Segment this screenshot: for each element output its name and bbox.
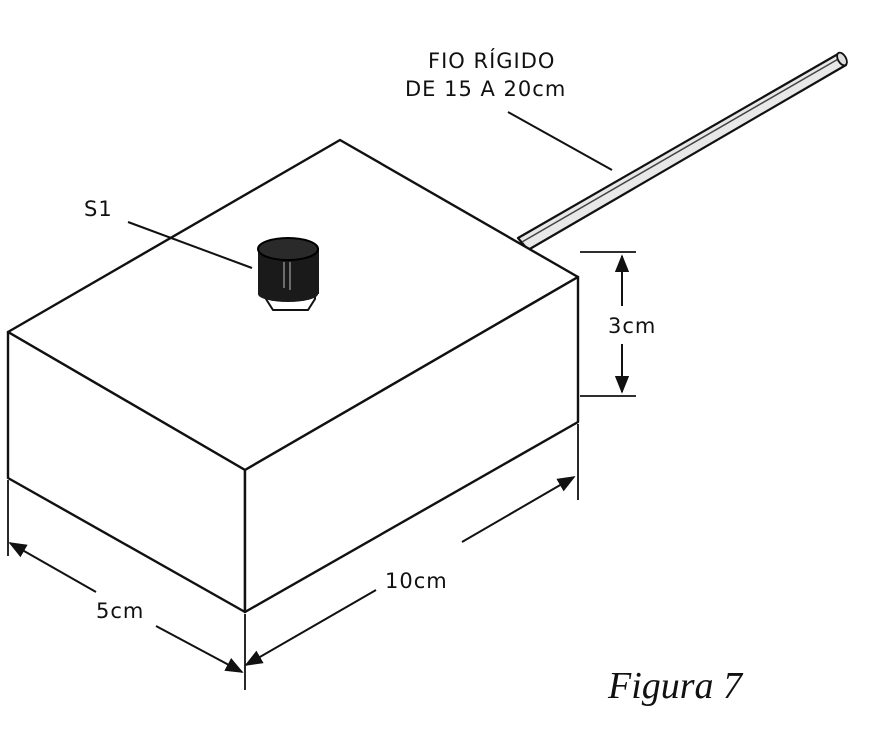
length-label: 10cm [385,569,448,593]
switch-label: S1 [84,197,113,221]
wire-label-line2: DE 15 A 20cm [405,77,566,101]
switch-leader-line [127,221,253,269]
length-dimension [244,424,579,690]
wire-leader-line [507,111,613,171]
switch-knob [257,237,319,311]
figure-caption: Figura 7 [607,665,744,707]
wire-label-line1: FIO RÍGIDO [428,48,555,73]
box-side-face [243,275,580,614]
rigid-wire-antenna [516,51,848,252]
width-label: 5cm [96,599,144,623]
height-dimension [580,251,636,397]
width-dimension [7,480,244,673]
height-label: 3cm [608,314,656,338]
